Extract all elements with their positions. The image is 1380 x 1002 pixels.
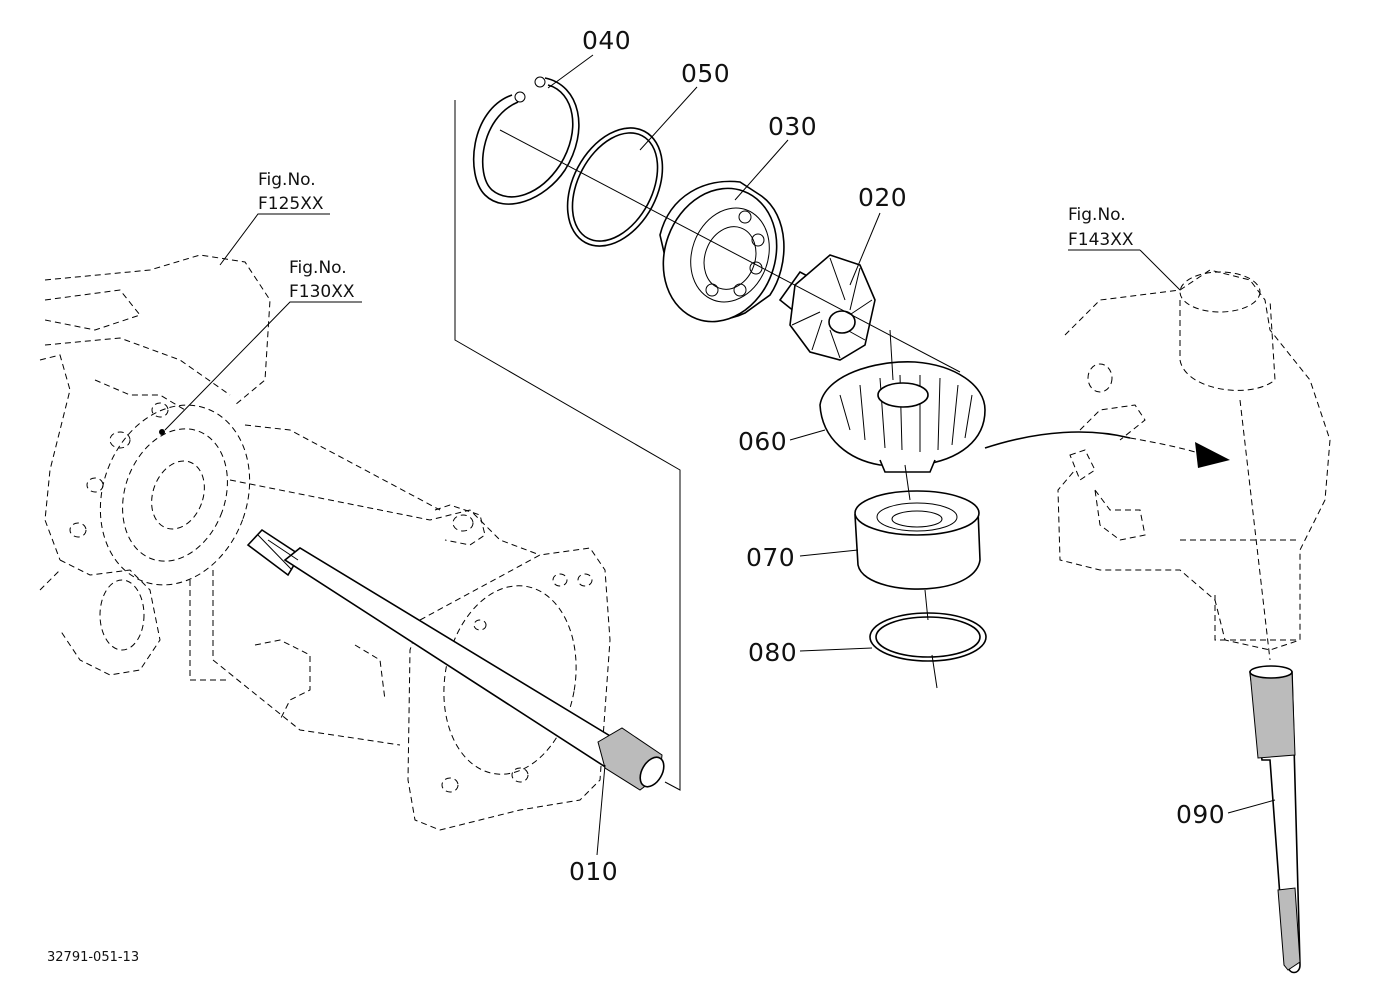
part-010-shaft: [246, 528, 665, 791]
part-label-050: 050: [681, 59, 731, 88]
part-050-ring: [566, 127, 664, 247]
part-label-070: 070: [746, 543, 796, 572]
fig-ref-f130-line1: Fig.No.: [289, 258, 347, 278]
part-070-ball-bearing: [854, 490, 981, 590]
part-080-washer: [869, 612, 987, 662]
part-label-020: 020: [858, 183, 908, 212]
fig-ref-f143-line1: Fig.No.: [1068, 205, 1126, 225]
fig-ref-f125-line1: Fig.No.: [258, 170, 316, 190]
direction-arrow: [984, 431, 1230, 468]
part-090-shaft: [1249, 665, 1301, 974]
part-label-040: 040: [582, 26, 632, 55]
part-label-090: 090: [1176, 800, 1226, 829]
part-label-080: 080: [748, 638, 798, 667]
fig-ref-f143-line2: F143XX: [1068, 230, 1134, 250]
fig-ref-f130-line2: F130XX: [289, 282, 355, 302]
leader-lines: [159, 54, 1276, 856]
right-housing: [1057, 269, 1331, 651]
part-030-ball-bearing: [659, 180, 785, 323]
part-020-bevel-pinion: [778, 254, 876, 361]
part-040-snap-ring: [472, 76, 580, 205]
part-060-bevel-gear: [819, 361, 986, 473]
part-label-010: 010: [569, 857, 619, 886]
housing-assembly: [39, 254, 611, 831]
drawing-code: 32791-051-13: [47, 950, 140, 965]
part-label-030: 030: [768, 112, 818, 141]
fig-ref-f125-line2: F125XX: [258, 194, 324, 214]
part-label-060: 060: [738, 427, 788, 456]
assembly-lines: [454, 100, 1271, 791]
